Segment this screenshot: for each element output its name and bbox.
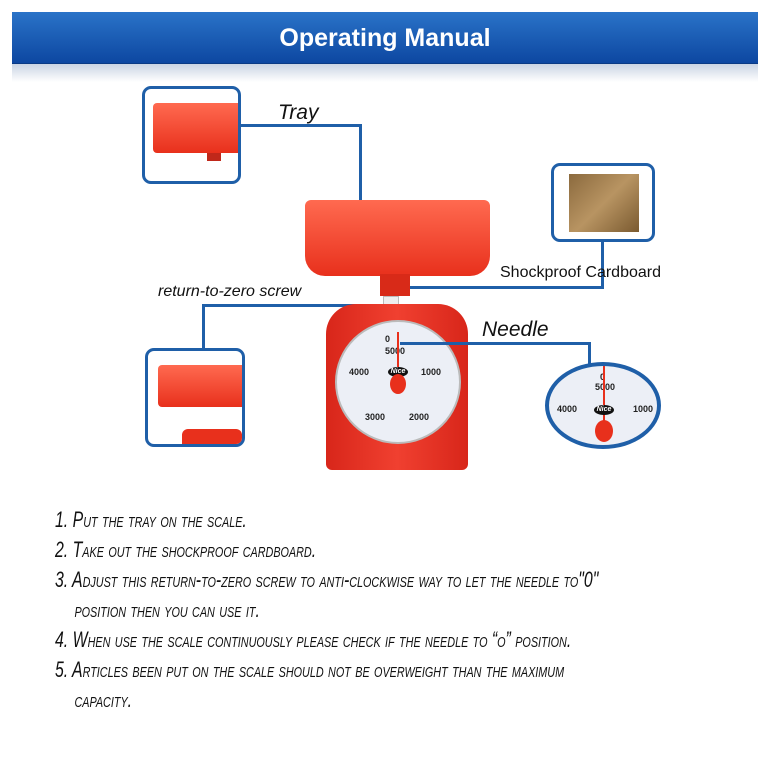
tray-detail [153, 103, 238, 153]
step-text: Articles been put on the scale should no… [72, 657, 565, 682]
tray-label: Tray [278, 101, 319, 124]
dial-5000: 5000 [595, 382, 616, 392]
step-number: 4. [55, 627, 69, 652]
callout-line [400, 286, 604, 289]
brand-logo: Nice [388, 367, 408, 377]
screw-label: return-to-zero screw [158, 283, 302, 300]
step-2: 2. Take out the shockproof cardboard. [55, 535, 746, 565]
brand-logo: Nice [594, 405, 614, 415]
needle [603, 366, 605, 426]
page-title: Operating Manual [279, 24, 491, 52]
tray-foot [207, 153, 221, 161]
cardboard-label: Shockproof Cardboard [500, 264, 661, 281]
step-number: 3. [55, 567, 69, 592]
callout-line [400, 342, 590, 345]
scale-neck [380, 274, 410, 296]
needle-head [390, 374, 406, 394]
step-number: 1. [55, 507, 69, 532]
dial-1000: 1000 [421, 367, 442, 377]
dial-2000: 2000 [409, 412, 430, 422]
step-text: Adjust this return-to-zero screw to anti… [72, 567, 599, 592]
instructions-list: 1. Put the tray on the scale. 2. Take ou… [55, 505, 746, 715]
tray-detail [158, 365, 242, 407]
scale-top-detail [182, 429, 242, 444]
screw-detail-image [145, 348, 245, 447]
callout-line [359, 124, 362, 202]
callout-line [588, 342, 591, 364]
cardboard-detail-image [551, 163, 655, 242]
dial-1000: 1000 [633, 404, 654, 414]
step-5: 5. Articles been put on the scale should… [55, 655, 746, 685]
tray-detail-image [142, 86, 241, 184]
step-number: 2. [55, 537, 69, 562]
dial-4000: 4000 [557, 404, 578, 414]
step-5-continued: capacity. [74, 687, 133, 712]
callout-line [202, 304, 205, 350]
needle-detail-image: 0 5000 4000 1000 Nice [545, 362, 661, 449]
header-banner: Operating Manual [12, 12, 758, 82]
cardboard [569, 174, 639, 232]
step-text: Take out the shockproof cardboard. [72, 537, 317, 562]
step-3: 3. Adjust this return-to-zero screw to a… [55, 565, 746, 595]
dial-3000: 3000 [365, 412, 386, 422]
step-3-continued: position then you can use it. [74, 597, 260, 622]
callout-line [202, 304, 397, 307]
step-text: When use the scale continuously please c… [72, 627, 572, 652]
scale-tray [305, 200, 490, 276]
needle-head [595, 420, 613, 442]
step-1: 1. Put the tray on the scale. [55, 505, 746, 535]
dial-5000: 5000 [385, 346, 406, 356]
dial-zero: 0 [600, 372, 605, 382]
needle-label: Needle [482, 318, 549, 341]
step-text: Put the tray on the scale. [72, 507, 247, 532]
scale-dial: 0 5000 4000 1000 3000 2000 Nice [335, 320, 461, 444]
step-number: 5. [55, 657, 69, 682]
callout-line [601, 241, 604, 288]
callout-line [240, 124, 362, 127]
needle [397, 332, 399, 382]
step-4: 4. When use the scale continuously pleas… [55, 625, 746, 655]
dial-zero: 0 [385, 334, 391, 344]
dial-4000: 4000 [349, 367, 370, 377]
